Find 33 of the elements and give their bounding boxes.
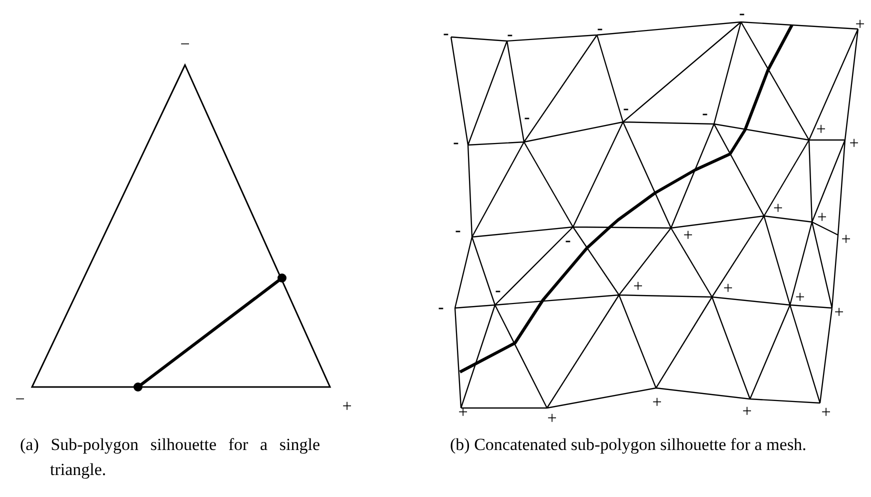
sign-label: + xyxy=(816,120,826,138)
sign-label: + xyxy=(458,404,468,420)
sign-label: + xyxy=(742,402,752,420)
sign-label: - xyxy=(524,108,530,126)
sign-label: - xyxy=(443,24,449,42)
sign-label: + xyxy=(342,398,352,414)
sign-label: - xyxy=(623,100,629,116)
figure-caption: (a) Sub-polygon silhouette for a single triangle. xyxy=(20,434,320,481)
sign-label: + xyxy=(849,134,859,152)
sign-label: + xyxy=(683,226,693,244)
sign-label: + xyxy=(817,208,827,226)
sign-label: - xyxy=(455,222,461,238)
sign-label: + xyxy=(723,280,733,296)
sign-label: + xyxy=(633,278,643,294)
sign-label: − xyxy=(15,390,25,408)
sign-label: + xyxy=(855,16,865,32)
figure-caption: (b) Concatenated sub-polygon silhouette for a mesh. xyxy=(450,434,808,456)
sign-label: - xyxy=(597,20,603,36)
sign-label: + xyxy=(834,304,844,320)
sign-label: + xyxy=(652,394,662,410)
sign-label: - xyxy=(565,232,571,248)
sign-label: - xyxy=(507,26,513,42)
sign-label: - xyxy=(739,4,745,22)
sign-label: + xyxy=(841,230,851,248)
sign-label: + xyxy=(821,404,831,420)
sign-label: + xyxy=(795,288,805,306)
sign-label: − xyxy=(180,36,190,52)
sign-label: + xyxy=(547,410,557,426)
sign-label: - xyxy=(438,298,444,316)
sign-label: - xyxy=(453,134,459,150)
sign-label: - xyxy=(702,104,708,122)
sign-label: + xyxy=(773,200,783,216)
sign-label: - xyxy=(495,282,501,298)
